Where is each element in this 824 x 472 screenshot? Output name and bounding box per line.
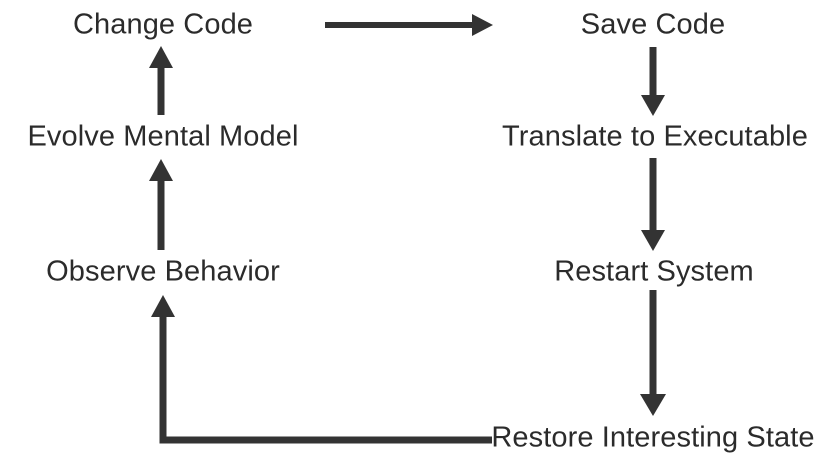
- node-observe-behavior[interactable]: Observe Behavior: [46, 255, 280, 288]
- arrow-change-code-to-save-code: [325, 14, 493, 36]
- arrow-restore-state-to-observe-behavior: [151, 295, 492, 444]
- arrow-restart-system-to-restore-state: [640, 290, 666, 416]
- node-restore-interesting-state[interactable]: Restore Interesting State: [491, 421, 815, 454]
- node-translate-to-executable[interactable]: Translate to Executable: [502, 120, 808, 153]
- arrow-evolve-mental-model-to-change-code: [149, 46, 173, 115]
- arrow-translate-to-restart-system: [641, 158, 665, 251]
- node-restart-system[interactable]: Restart System: [554, 255, 754, 288]
- arrow-observe-behavior-to-evolve-mental-model: [149, 159, 173, 250]
- node-evolve-mental-model[interactable]: Evolve Mental Model: [27, 120, 299, 153]
- arrow-save-code-to-translate: [641, 47, 665, 116]
- node-change-code[interactable]: Change Code: [72, 8, 254, 41]
- node-save-code[interactable]: Save Code: [580, 8, 726, 41]
